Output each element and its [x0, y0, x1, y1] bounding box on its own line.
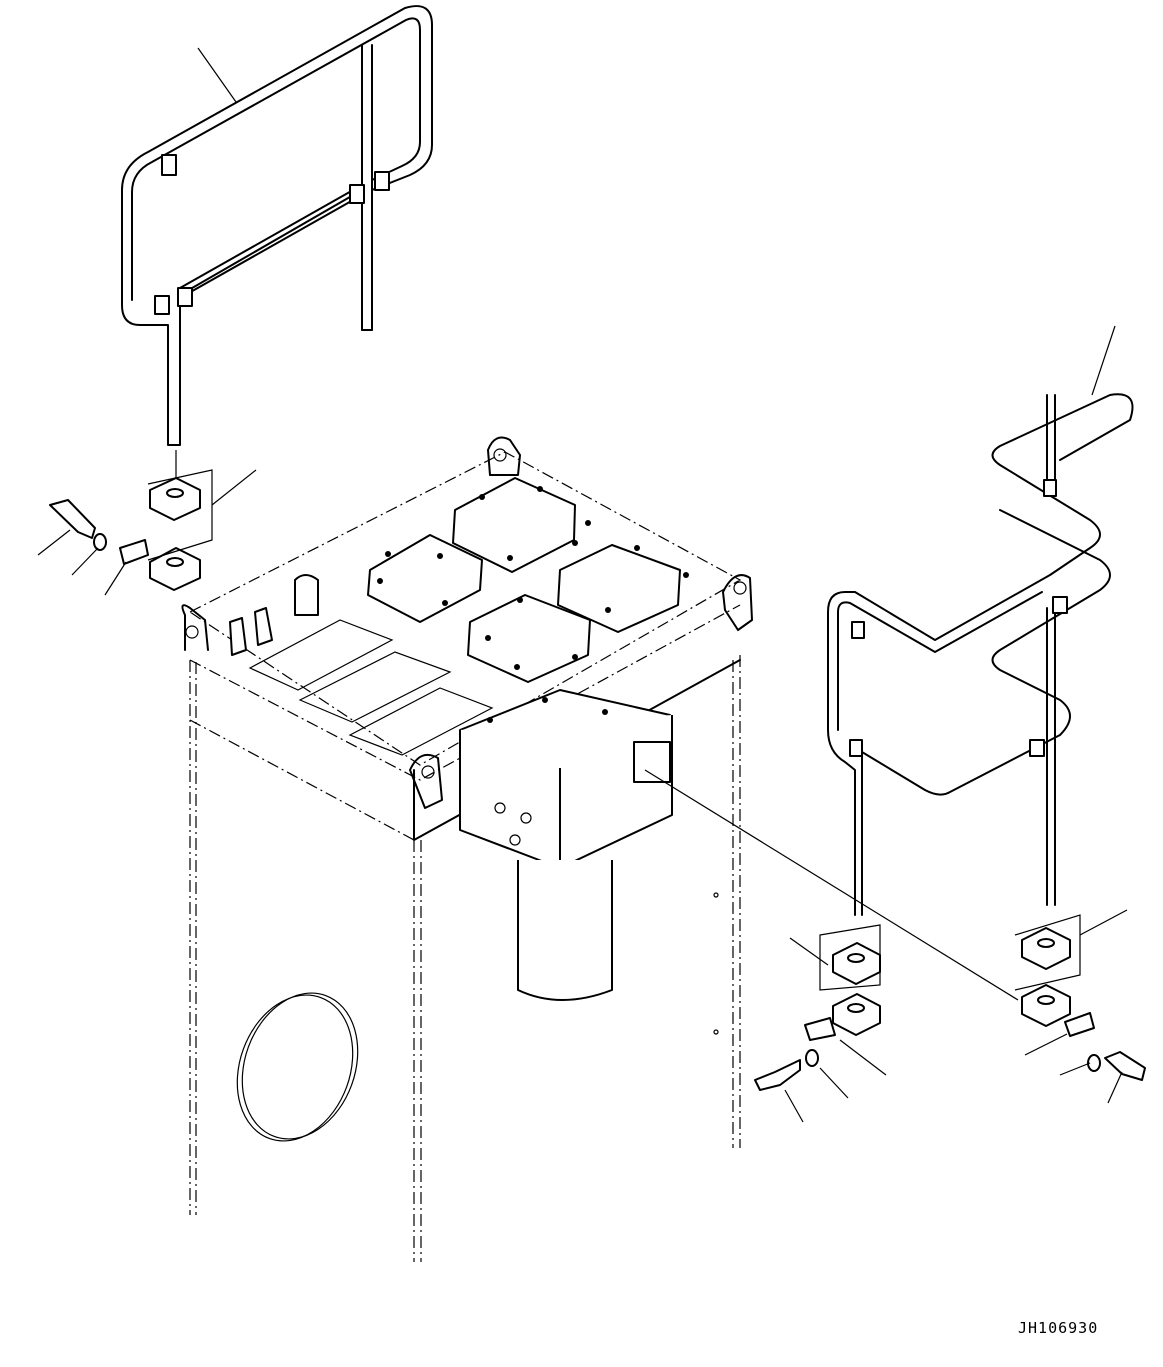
drawing-code: JH106930 [1018, 1319, 1099, 1337]
perforated-plates [248, 619, 494, 756]
column-body [189, 655, 741, 1262]
right-clamp-assembly-b [1014, 914, 1146, 1081]
right-clamp-assembly-a [754, 924, 881, 1091]
valve-covers [229, 477, 681, 1001]
left-clamp-assembly [49, 450, 213, 591]
bolt-dots [377, 486, 689, 723]
leader-left-handrail [197, 47, 237, 103]
left-handrail [121, 5, 433, 446]
right-handrail [827, 393, 1134, 916]
